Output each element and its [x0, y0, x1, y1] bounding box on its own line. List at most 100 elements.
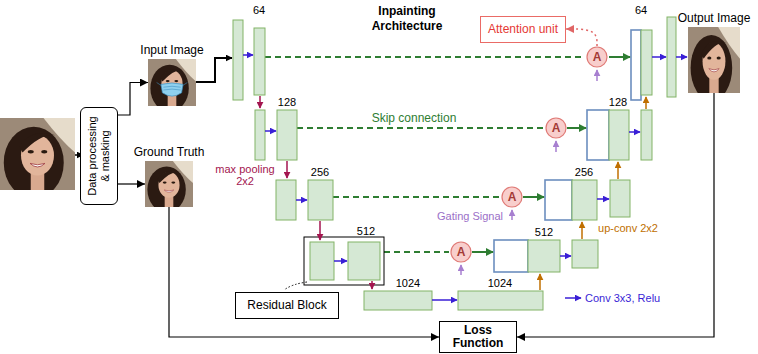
gating-arrow [596, 70, 598, 81]
feature-map [641, 30, 652, 95]
feature-map [233, 20, 243, 100]
pool-arrow [259, 96, 261, 108]
node-text: A [586, 46, 608, 68]
skip-line [265, 56, 585, 58]
loss-box: Loss Function [439, 321, 517, 353]
concat-map [494, 240, 528, 272]
conv-key-arrow [565, 297, 581, 299]
gating-arrow [555, 141, 557, 152]
pool-arrow [286, 161, 288, 178]
upconv-arrow [581, 222, 583, 239]
conv-arrow [265, 130, 276, 132]
skip-lines [265, 57, 585, 252]
conv-label: Conv 3x3, Relu [585, 292, 660, 305]
conv-arrow [243, 54, 253, 56]
node-text: Ground Truth [109, 145, 229, 160]
feature-map [641, 110, 652, 160]
skip-label: Skip connection [372, 112, 457, 125]
attention-gate: A [450, 241, 472, 263]
pool-label: max pooling 2x2 [210, 163, 280, 187]
feature-map [572, 180, 597, 220]
gate-circle-shape [451, 242, 471, 262]
concat-map [631, 30, 641, 100]
gate-out-arrow [609, 56, 630, 58]
feature-map [254, 28, 265, 95]
source-photo [0, 118, 75, 199]
gating-arrows [461, 70, 597, 275]
processing-box: Data processing & masking [80, 107, 118, 205]
gating-arrow [511, 210, 513, 220]
residual-leader [284, 282, 307, 290]
feature-map [255, 110, 265, 160]
masked-photo [148, 59, 196, 112]
channel-count: 256 [575, 166, 593, 179]
feature-map [667, 17, 676, 97]
node-text: Input Image [112, 43, 232, 58]
conv-arrow [597, 198, 609, 200]
flow-connector [517, 93, 714, 337]
node-text: Output Image [654, 11, 758, 26]
output-image-panel: Output Image [688, 27, 740, 93]
channel-count: 512 [357, 225, 375, 238]
gate-circle-shape [546, 118, 566, 138]
output-photo [688, 27, 740, 101]
concat-map [545, 180, 572, 220]
ground-truth-panel: Ground Truth [145, 161, 193, 207]
node-text: A [545, 117, 567, 139]
node-text: Residual Block [247, 298, 326, 313]
conv-arrow [296, 199, 307, 201]
feature-map [572, 240, 598, 268]
gate-out-arrow [472, 251, 493, 253]
attention-gate: A [545, 117, 567, 139]
feature-map [528, 240, 560, 272]
conv-arrow [334, 260, 347, 262]
gating-arrow [460, 265, 462, 275]
decoder [494, 17, 676, 272]
residual-callout: Residual Block [235, 292, 338, 319]
channel-count: 512 [535, 226, 553, 239]
skip-line [297, 127, 544, 129]
node-text: A [450, 241, 472, 263]
skip-line [384, 251, 449, 253]
pool-arrow [371, 281, 373, 289]
feature-map [348, 242, 380, 280]
node-text: Data processing & masking [86, 113, 112, 199]
channel-count: 1024 [396, 277, 420, 290]
node-text: Attention unit [488, 22, 558, 37]
channel-count: 128 [609, 96, 627, 109]
input-arrow [196, 58, 232, 82]
bottleneck-map [458, 291, 543, 310]
channel-count: 64 [253, 4, 265, 17]
conv-arrow [652, 56, 666, 58]
upconv-arrows [540, 97, 646, 290]
feature-map [609, 110, 629, 160]
diagram-title: Inpainting Architecture [361, 4, 453, 34]
conv-arrow [560, 255, 571, 257]
ground-truth-photo [145, 161, 193, 213]
attention-callout: Attention unit [480, 16, 566, 43]
attention-link [566, 29, 597, 46]
attention-gate: A [586, 46, 608, 68]
upconv-arrow [539, 274, 541, 290]
conv-arrow [676, 56, 687, 58]
channel-count: 256 [311, 166, 329, 179]
concat-map [587, 110, 609, 160]
upconv-arrow [617, 162, 619, 179]
channel-count: 1024 [488, 277, 512, 290]
input-image-panel: Input Image [148, 59, 196, 106]
feature-map [308, 180, 333, 220]
residual-outline [304, 237, 384, 285]
upconv-arrow [645, 97, 647, 109]
gating-label: Gating Signal [437, 210, 503, 223]
conv-arrow [432, 299, 457, 301]
feature-map [610, 180, 630, 217]
channel-count: 128 [278, 96, 296, 109]
gate-out-arrow [567, 127, 586, 129]
gate-circle-shape [502, 187, 522, 207]
upconv-label: up-conv 2x2 [598, 222, 658, 235]
flow-connector [169, 207, 439, 337]
node-text: A [501, 186, 523, 208]
pool-arrow [319, 221, 321, 240]
skip-line [333, 196, 500, 198]
